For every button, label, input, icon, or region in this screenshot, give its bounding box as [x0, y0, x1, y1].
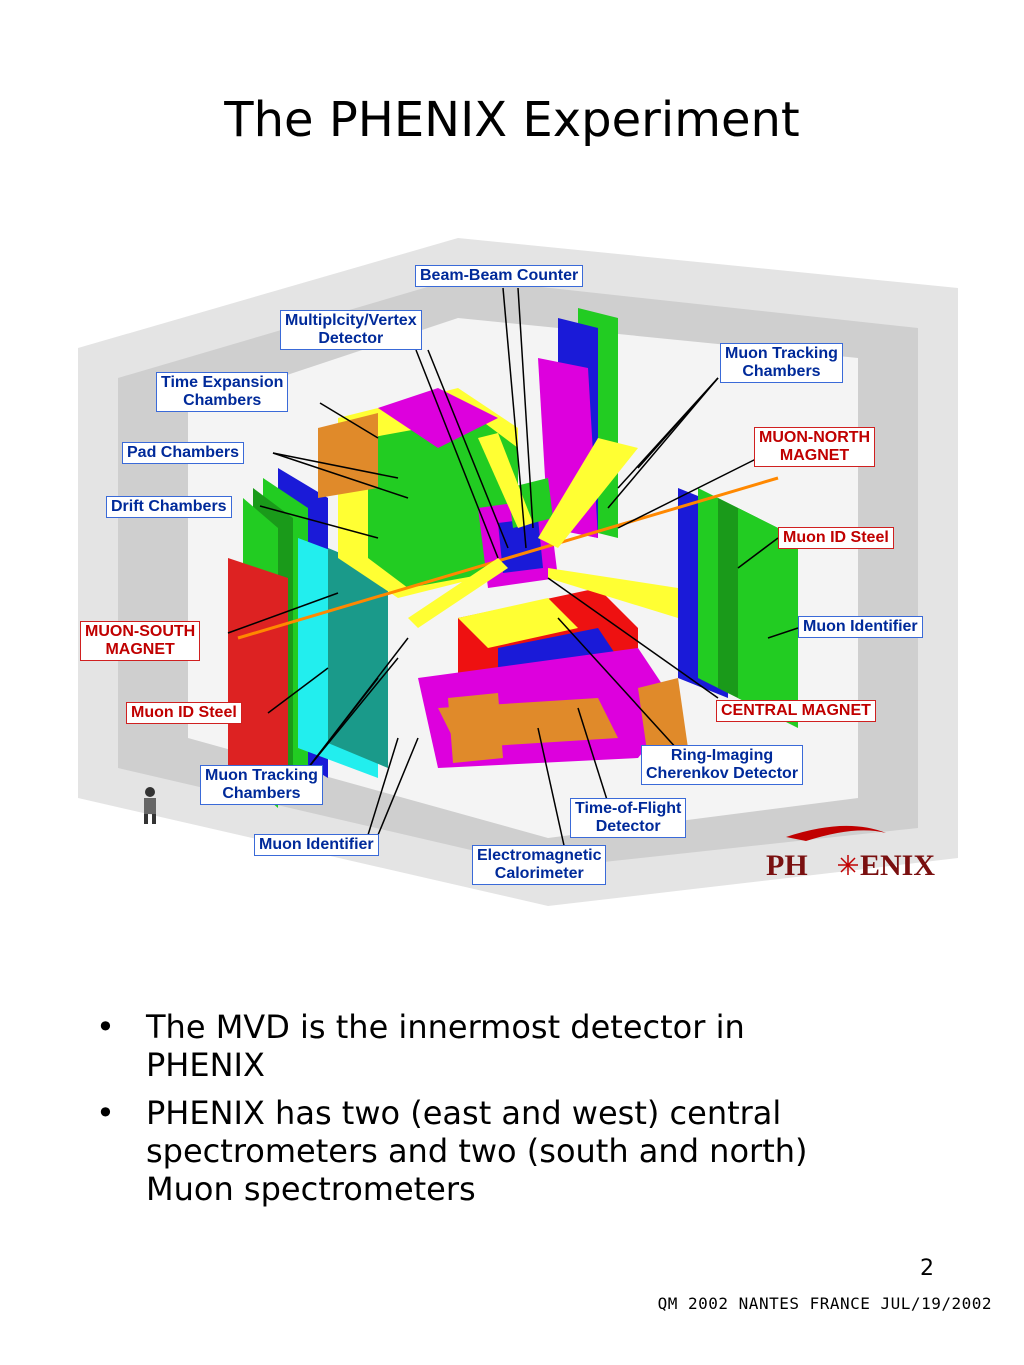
phenix-logo-right-text: ENIX — [860, 849, 935, 882]
label-muon-south-magnet: MUON-SOUTH MAGNET — [80, 621, 201, 661]
label-muon-tracking-chambers-right: Muon Tracking Chambers — [720, 343, 843, 383]
label-line: Muon Tracking — [205, 767, 318, 784]
bullet-dot-icon: • — [96, 1008, 115, 1046]
label-line: Multiplcity/Vertex — [285, 312, 417, 329]
bullet-line: spectrometers and two (south and north) — [146, 1132, 808, 1170]
bullet-line: Muon spectrometers — [146, 1170, 476, 1208]
bullet-line: PHENIX has two (east and west) central — [146, 1094, 782, 1132]
label-muon-north-magnet: MUON-NORTH MAGNET — [754, 427, 876, 467]
detector-illustration — [78, 238, 958, 906]
bullet-item: • PHENIX has two (east and west) central… — [96, 1094, 956, 1208]
label-muon-tracking-chambers-left: Muon Tracking Chambers — [200, 765, 323, 805]
phenix-logo-left-text: PH — [766, 849, 808, 882]
label-line: Time-of-Flight — [575, 800, 682, 817]
muon-south-teal — [328, 548, 388, 768]
bullet-line: PHENIX — [146, 1046, 265, 1084]
label-line: Muon Tracking — [725, 345, 838, 362]
label-muon-identifier-left: Muon Identifier — [254, 834, 379, 856]
label-beam-beam-counter: Beam-Beam Counter — [415, 265, 584, 287]
label-line: Detector — [318, 330, 384, 347]
bullet-line: The MVD is the innermost detector in — [146, 1008, 745, 1046]
label-line: MAGNET — [105, 641, 175, 658]
phenix-logo-graphic: PH ENIX — [766, 825, 935, 882]
label-muon-identifier-right: Muon Identifier — [798, 616, 923, 638]
muon-identifier-right-stack — [678, 488, 798, 728]
label-multiplicity-vertex-detector: Multiplcity/Vertex Detector — [280, 310, 422, 350]
label-line: Cherenkov Detector — [646, 765, 799, 782]
label-line: MAGNET — [779, 447, 850, 464]
label-line: Electromagnetic — [477, 847, 602, 864]
label-muon-id-steel-left: Muon ID Steel — [126, 702, 242, 724]
label-line: Chambers — [742, 363, 821, 380]
leader-lines — [227, 287, 799, 851]
muon-south-magnet-shape — [228, 558, 288, 788]
wedge-yellow-1 — [538, 438, 638, 548]
slide-title: The PHENIX Experiment — [224, 92, 800, 148]
label-line: Time Expansion — [161, 374, 284, 391]
bullet-dot-icon: • — [96, 1094, 115, 1132]
label-line: MUON-NORTH — [759, 429, 871, 446]
label-muon-id-steel-right: Muon ID Steel — [778, 527, 894, 549]
label-electromagnetic-calorimeter: Electromagnetic Calorimeter — [472, 845, 607, 885]
label-line: Chambers — [222, 785, 301, 802]
label-line: MUON-SOUTH — [85, 623, 196, 640]
phenix-logo-starburst-icon — [838, 855, 858, 875]
page-number: 2 — [920, 1256, 934, 1281]
label-line: Calorimeter — [494, 865, 584, 882]
label-time-expansion-chambers: Time Expansion Chambers — [156, 372, 289, 412]
label-ring-imaging-cherenkov-detector: Ring-Imaging Cherenkov Detector — [641, 745, 804, 785]
label-line: Detector — [595, 818, 661, 835]
label-central-magnet: CENTRAL MAGNET — [716, 700, 876, 722]
slide-footer: QM 2002 NANTES FRANCE JUL/19/2002 — [657, 1294, 992, 1313]
beam-pipe — [237, 476, 779, 640]
bullet-item: • The MVD is the innermost detector in P… — [96, 1008, 956, 1084]
phenix-detector-diagram: Beam-Beam Counter Multiplcity/Vertex Det… — [78, 238, 958, 906]
label-pad-chambers: Pad Chambers — [122, 442, 245, 464]
bullet-list: • The MVD is the innermost detector in P… — [96, 1008, 956, 1218]
person-scale-figure — [144, 787, 156, 824]
label-line: Ring-Imaging — [670, 747, 774, 764]
label-line: Chambers — [183, 392, 262, 409]
label-drift-chambers: Drift Chambers — [106, 496, 232, 518]
phenix-logo: PH ENIX — [766, 823, 936, 883]
label-time-of-flight-detector: Time-of-Flight Detector — [570, 798, 687, 838]
